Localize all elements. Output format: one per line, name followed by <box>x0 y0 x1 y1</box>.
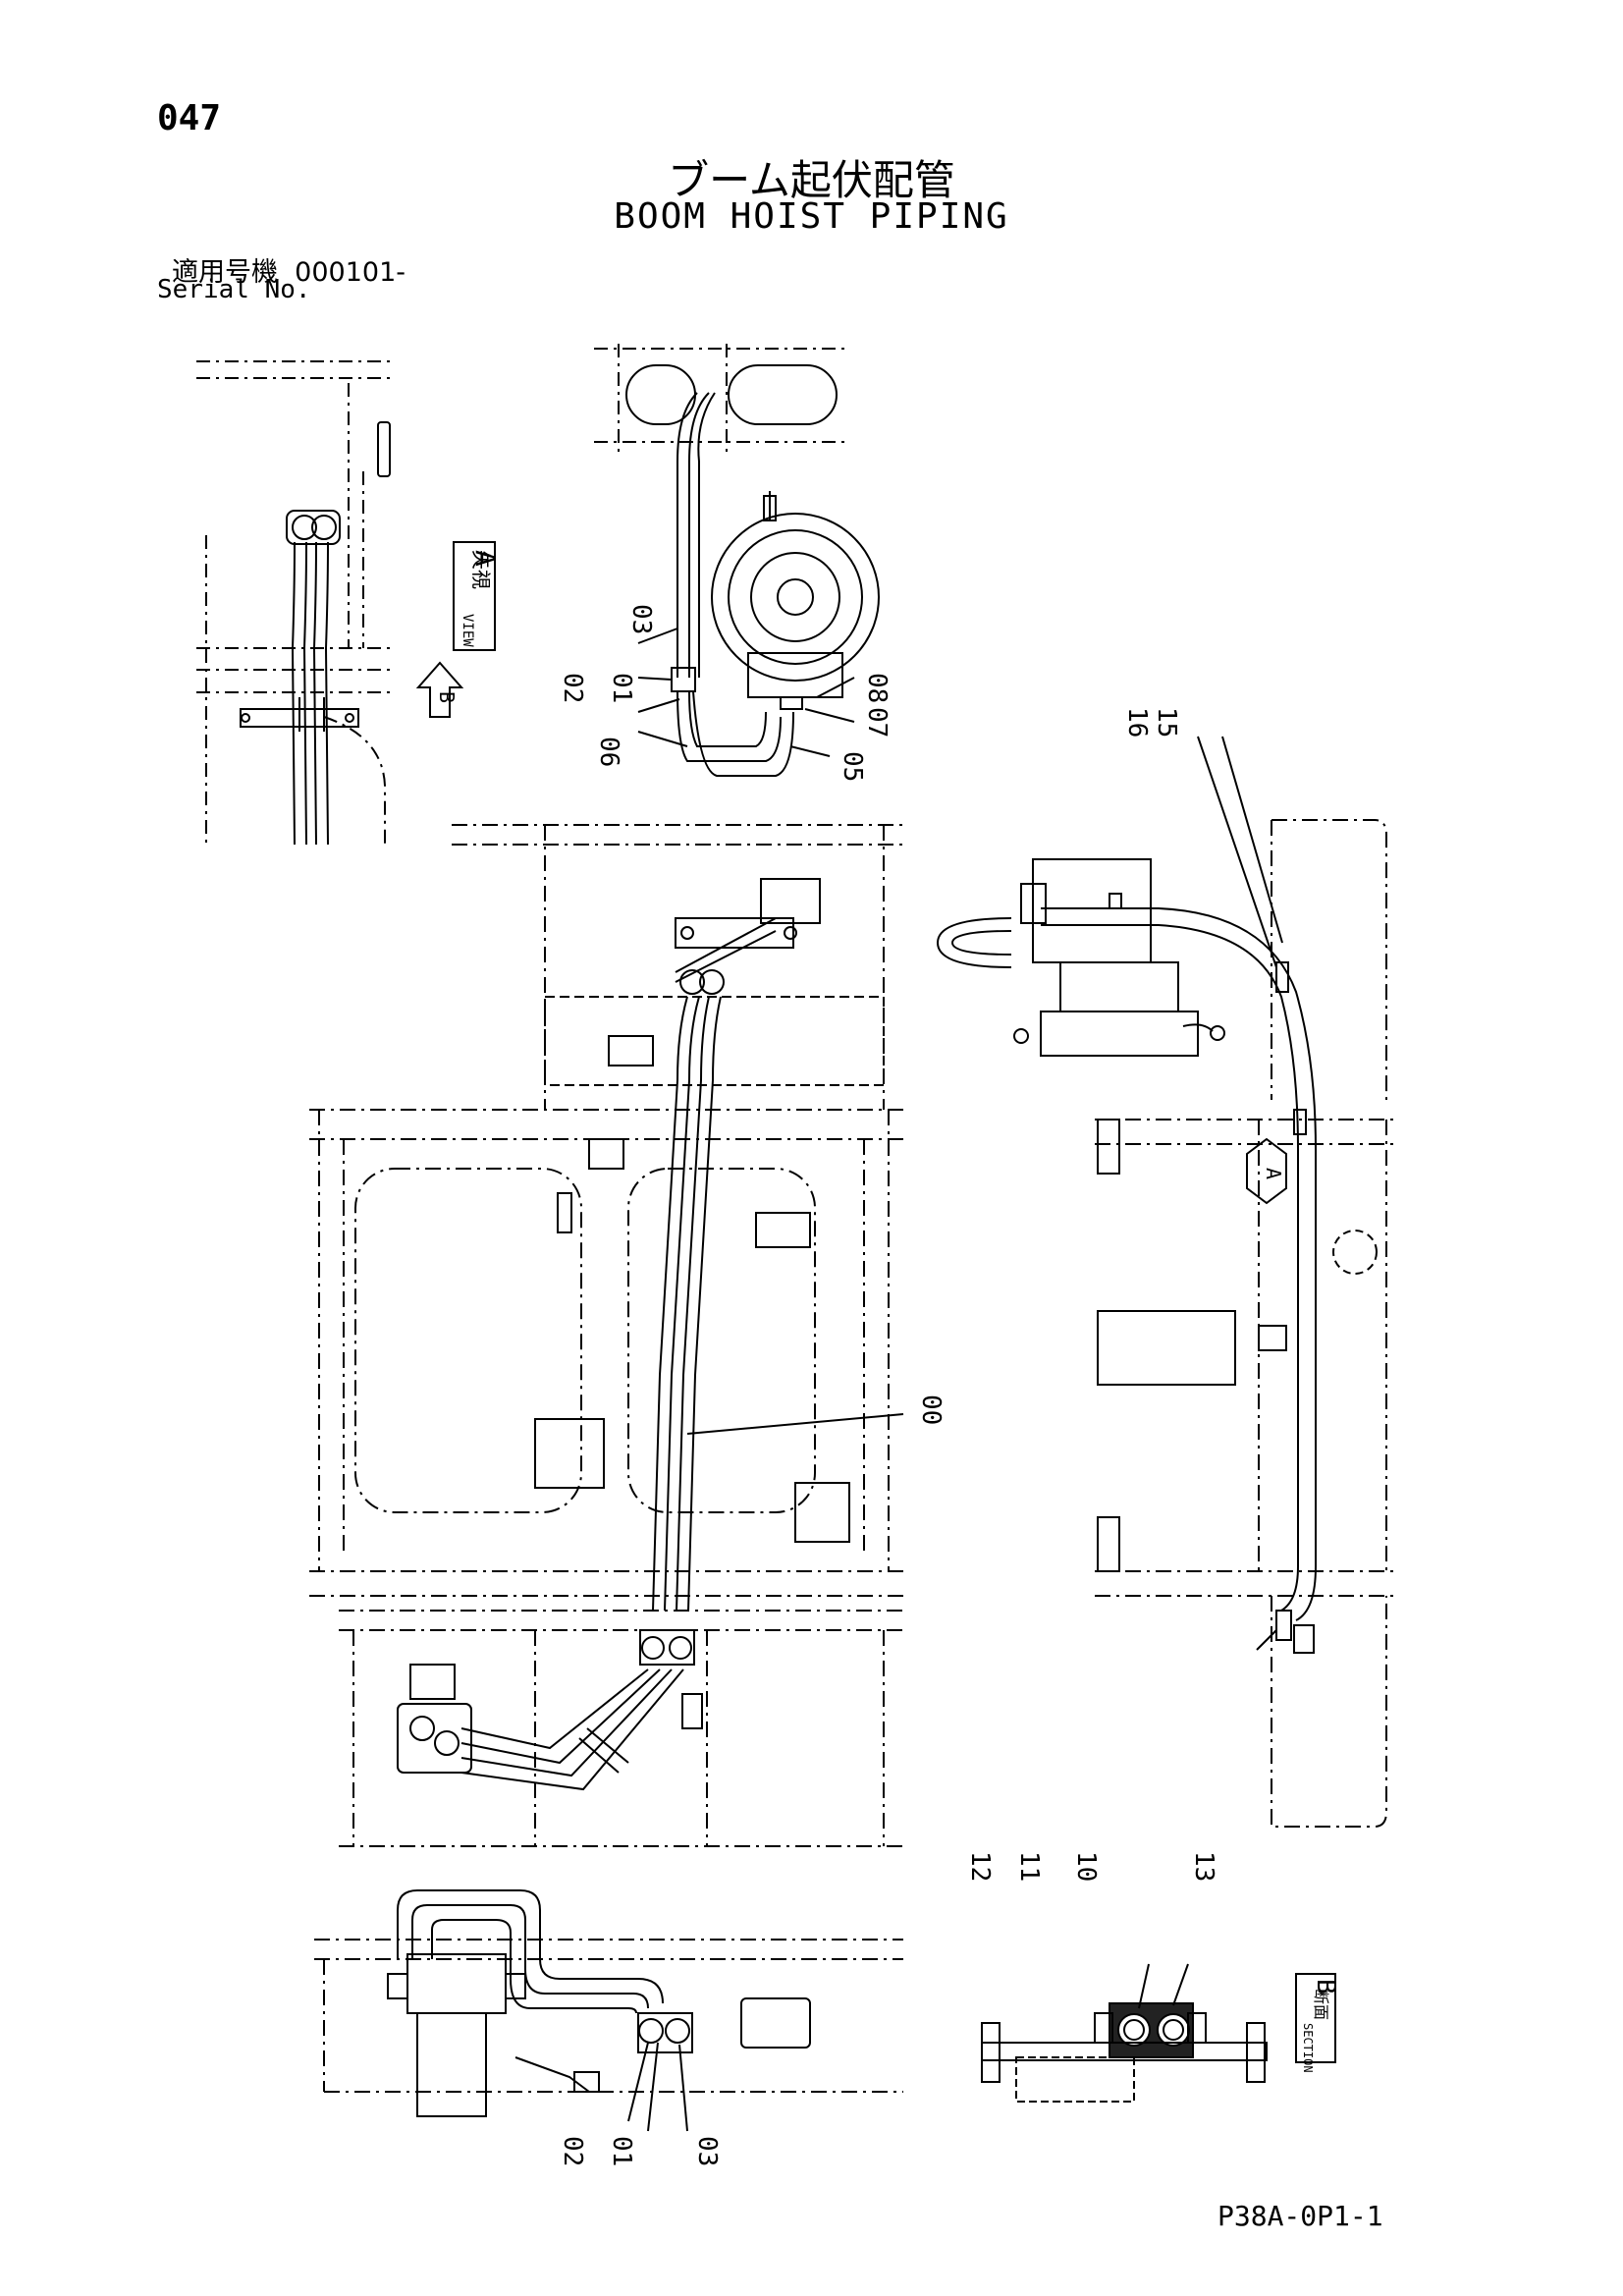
part-label-05: 05 <box>838 751 867 782</box>
page-title: BOOM HOIST PIPING <box>614 196 1009 237</box>
part-label-08: 08 <box>862 673 892 703</box>
part-label-01-bottom: 01 <box>607 2136 636 2166</box>
view-a-text: VIEW <box>460 614 475 647</box>
part-label-00: 00 <box>916 1394 946 1425</box>
section-b-japanese: 断面 <box>1312 1989 1330 2020</box>
part-label-13: 13 <box>1189 1851 1218 1882</box>
part-label-03-bottom: 03 <box>692 2136 722 2166</box>
part-label-01-view-a: 01 <box>607 673 636 703</box>
serial-label-japanese: 適用号機 <box>172 257 278 288</box>
arrow-b-letter: B <box>435 691 459 703</box>
view-a-letter: A <box>469 550 502 567</box>
part-label-12: 12 <box>965 1851 995 1882</box>
upper-left-detail <box>196 360 393 846</box>
serial-value: 000101- <box>295 257 406 288</box>
drawing-code: P38A-0P1-1 <box>1217 2200 1383 2232</box>
part-label-07: 07 <box>862 707 892 738</box>
main-frame-drawing <box>309 824 904 2132</box>
part-label-16: 16 <box>1122 707 1152 738</box>
section-b-text: SECTION <box>1301 2023 1315 2073</box>
page-title-japanese: ブーム起伏配管 <box>668 156 955 204</box>
part-label-10: 10 <box>1071 1851 1101 1882</box>
serial-applicability: 適用号機 000101- <box>172 250 406 289</box>
view-a-label: 矢視 VIEW A <box>453 541 502 651</box>
part-label-02-view-a: 02 <box>558 673 587 703</box>
section-b-letter: B <box>1311 1979 1340 1995</box>
view-a-motor-detail <box>594 344 880 777</box>
part-label-15: 15 <box>1152 707 1181 738</box>
part-label-06: 06 <box>594 737 623 767</box>
serial-label: Serial No. <box>157 275 311 304</box>
section-b-detail: 断面 SECTION B <box>981 1963 1340 2103</box>
view-b-arrow: B <box>415 661 464 718</box>
view-a-japanese: 矢視 <box>469 550 493 589</box>
page-number: 047 <box>157 98 222 138</box>
part-label-11: 11 <box>1014 1851 1044 1882</box>
right-side-drawing: A <box>936 736 1394 1828</box>
part-label-03-view-a: 03 <box>626 604 656 634</box>
arrow-a-letter: A <box>1262 1168 1285 1179</box>
part-label-02-bottom: 02 <box>558 2136 587 2166</box>
